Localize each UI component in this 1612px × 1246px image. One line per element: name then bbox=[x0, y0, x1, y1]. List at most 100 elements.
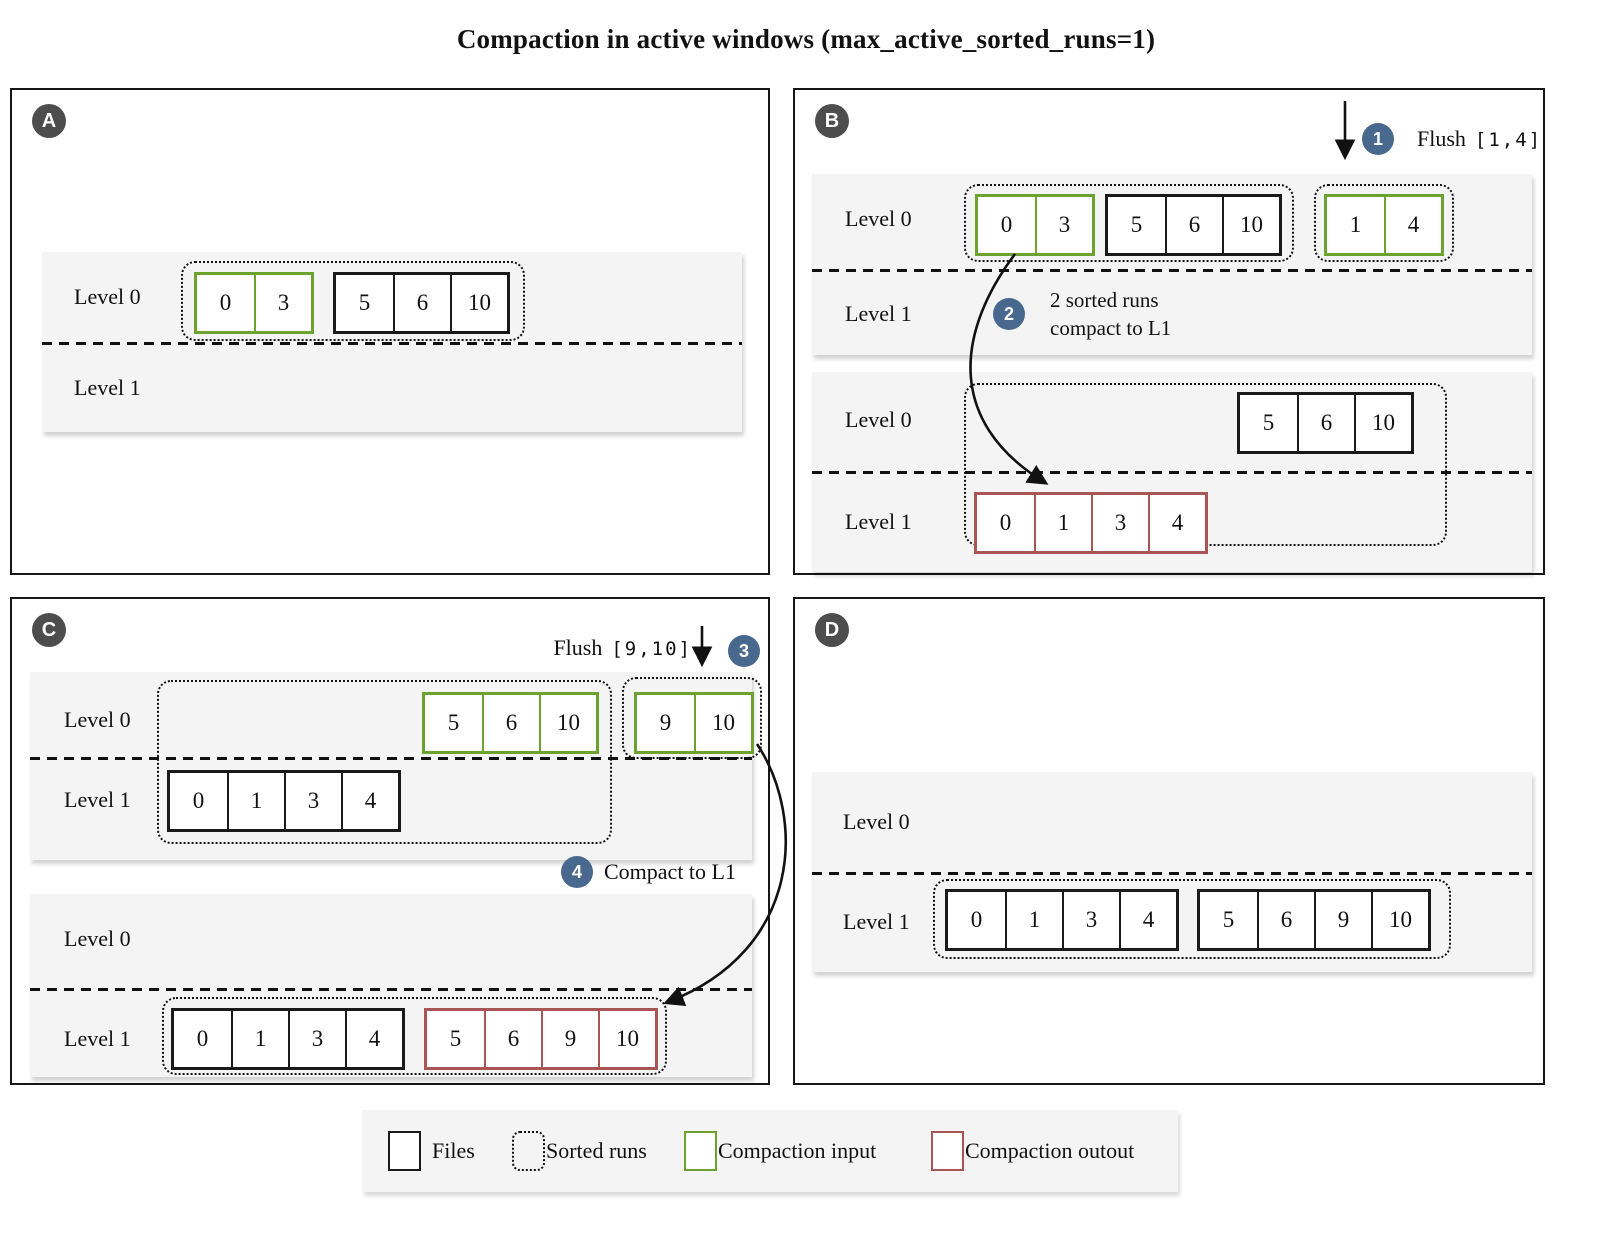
level-0-label: Level 0 bbox=[845, 407, 912, 432]
file-cell: 5 bbox=[1222, 907, 1235, 932]
level-0-label: Level 0 bbox=[843, 809, 910, 834]
flush-word: Flush bbox=[553, 635, 603, 660]
file-cell: 3 bbox=[1062, 892, 1119, 948]
level-1-label: Level 1 bbox=[845, 509, 912, 534]
file-cell: 5 bbox=[447, 710, 460, 735]
file-cell: 10 bbox=[1222, 197, 1279, 253]
flush-range: [9,10] bbox=[611, 638, 692, 660]
legend-compaction-output-label: Compaction outout bbox=[965, 1138, 1135, 1163]
file-compaction-input: 9 10 bbox=[634, 692, 754, 754]
file-cell: 3 bbox=[284, 773, 341, 829]
diagram-title: Compaction in active windows (max_active… bbox=[456, 24, 1156, 54]
sorted-runs-swatch bbox=[512, 1131, 545, 1171]
flush-word: Flush bbox=[1417, 126, 1466, 151]
sorted-run bbox=[964, 184, 1294, 262]
step-3-badge: 3 bbox=[728, 635, 760, 667]
level-divider bbox=[42, 342, 742, 345]
file-cell: 5 bbox=[449, 1026, 462, 1051]
step-3-label: Flush [9,10] bbox=[342, 635, 692, 661]
file-cell: 10 bbox=[694, 695, 751, 751]
level-divider bbox=[812, 471, 1532, 474]
sorted-run bbox=[162, 997, 667, 1075]
compaction-input-swatch bbox=[684, 1131, 717, 1171]
file-cell: 3 bbox=[1035, 197, 1092, 253]
file-cell: 6 bbox=[484, 1011, 541, 1067]
level-1-label: Level 1 bbox=[845, 301, 912, 326]
file-cell: 0 bbox=[196, 1026, 209, 1051]
file-cell: 0 bbox=[219, 290, 232, 315]
file-cell: 5 bbox=[358, 290, 371, 315]
legend: Files Sorted runs Compaction input Compa… bbox=[362, 1110, 1178, 1192]
file-cell: 3 bbox=[254, 275, 311, 331]
step-2-line-2: compact to L1 bbox=[1050, 316, 1172, 340]
file-cell: 1 bbox=[231, 1011, 288, 1067]
file-cell: 3 bbox=[1091, 495, 1148, 551]
step-2-label: 2 sorted runs compact to L1 bbox=[1050, 286, 1171, 342]
file-cell: 4 bbox=[1148, 495, 1205, 551]
level-1-label: Level 1 bbox=[64, 787, 131, 812]
legend-compaction-input-label: Compaction input bbox=[718, 1138, 877, 1163]
panel-c-badge: C bbox=[32, 613, 66, 647]
file-cell: 0 bbox=[1000, 212, 1013, 237]
step-4-badge: 4 bbox=[561, 856, 593, 888]
file-cell: 10 bbox=[598, 1011, 655, 1067]
level-divider bbox=[812, 872, 1532, 875]
file-cell: 6 bbox=[482, 695, 539, 751]
step-2-badge: 2 bbox=[993, 298, 1025, 330]
file-cell: 1 bbox=[1034, 495, 1091, 551]
panel-a-badge: A bbox=[32, 104, 66, 138]
file-cell: 4 bbox=[341, 773, 398, 829]
file-cell: 9 bbox=[659, 710, 672, 735]
file-cell: 6 bbox=[1297, 395, 1354, 451]
file-cell: 0 bbox=[970, 907, 983, 932]
step-4-label: Compact to L1 bbox=[604, 859, 736, 884]
file-cell: 0 bbox=[999, 510, 1012, 535]
file-cell: 1 bbox=[1349, 212, 1362, 237]
file-cell: 9 bbox=[541, 1011, 598, 1067]
file-cell: 9 bbox=[1314, 892, 1371, 948]
file-cell: 6 bbox=[393, 275, 450, 331]
level-0-label: Level 0 bbox=[64, 707, 131, 732]
legend-files-label: Files bbox=[432, 1138, 475, 1163]
panel-d-badge: D bbox=[815, 613, 849, 647]
step-2-line-1: 2 sorted runs bbox=[1050, 288, 1159, 312]
level-0-label: Level 0 bbox=[845, 206, 912, 231]
file-cell: 3 bbox=[288, 1011, 345, 1067]
file-cell: 10 bbox=[450, 275, 507, 331]
panel-b-badge: B bbox=[815, 104, 849, 138]
step-1-label: Flush [1,4] bbox=[1417, 126, 1542, 152]
file-cell: 5 bbox=[1262, 410, 1275, 435]
level-divider bbox=[30, 757, 752, 760]
file-cell: 0 bbox=[192, 788, 205, 813]
flush-range: [1,4] bbox=[1474, 129, 1543, 151]
level-1-label: Level 1 bbox=[74, 375, 141, 400]
file-cell: 4 bbox=[345, 1011, 402, 1067]
sorted-run bbox=[157, 680, 612, 844]
level-divider bbox=[30, 988, 752, 991]
file-cell: 4 bbox=[1384, 197, 1441, 253]
level-0-label: Level 0 bbox=[64, 926, 131, 951]
file-cell: 10 bbox=[539, 695, 596, 751]
file-cell: 1 bbox=[1005, 892, 1062, 948]
sorted-run bbox=[1314, 184, 1454, 262]
file-cell: 4 bbox=[1119, 892, 1176, 948]
